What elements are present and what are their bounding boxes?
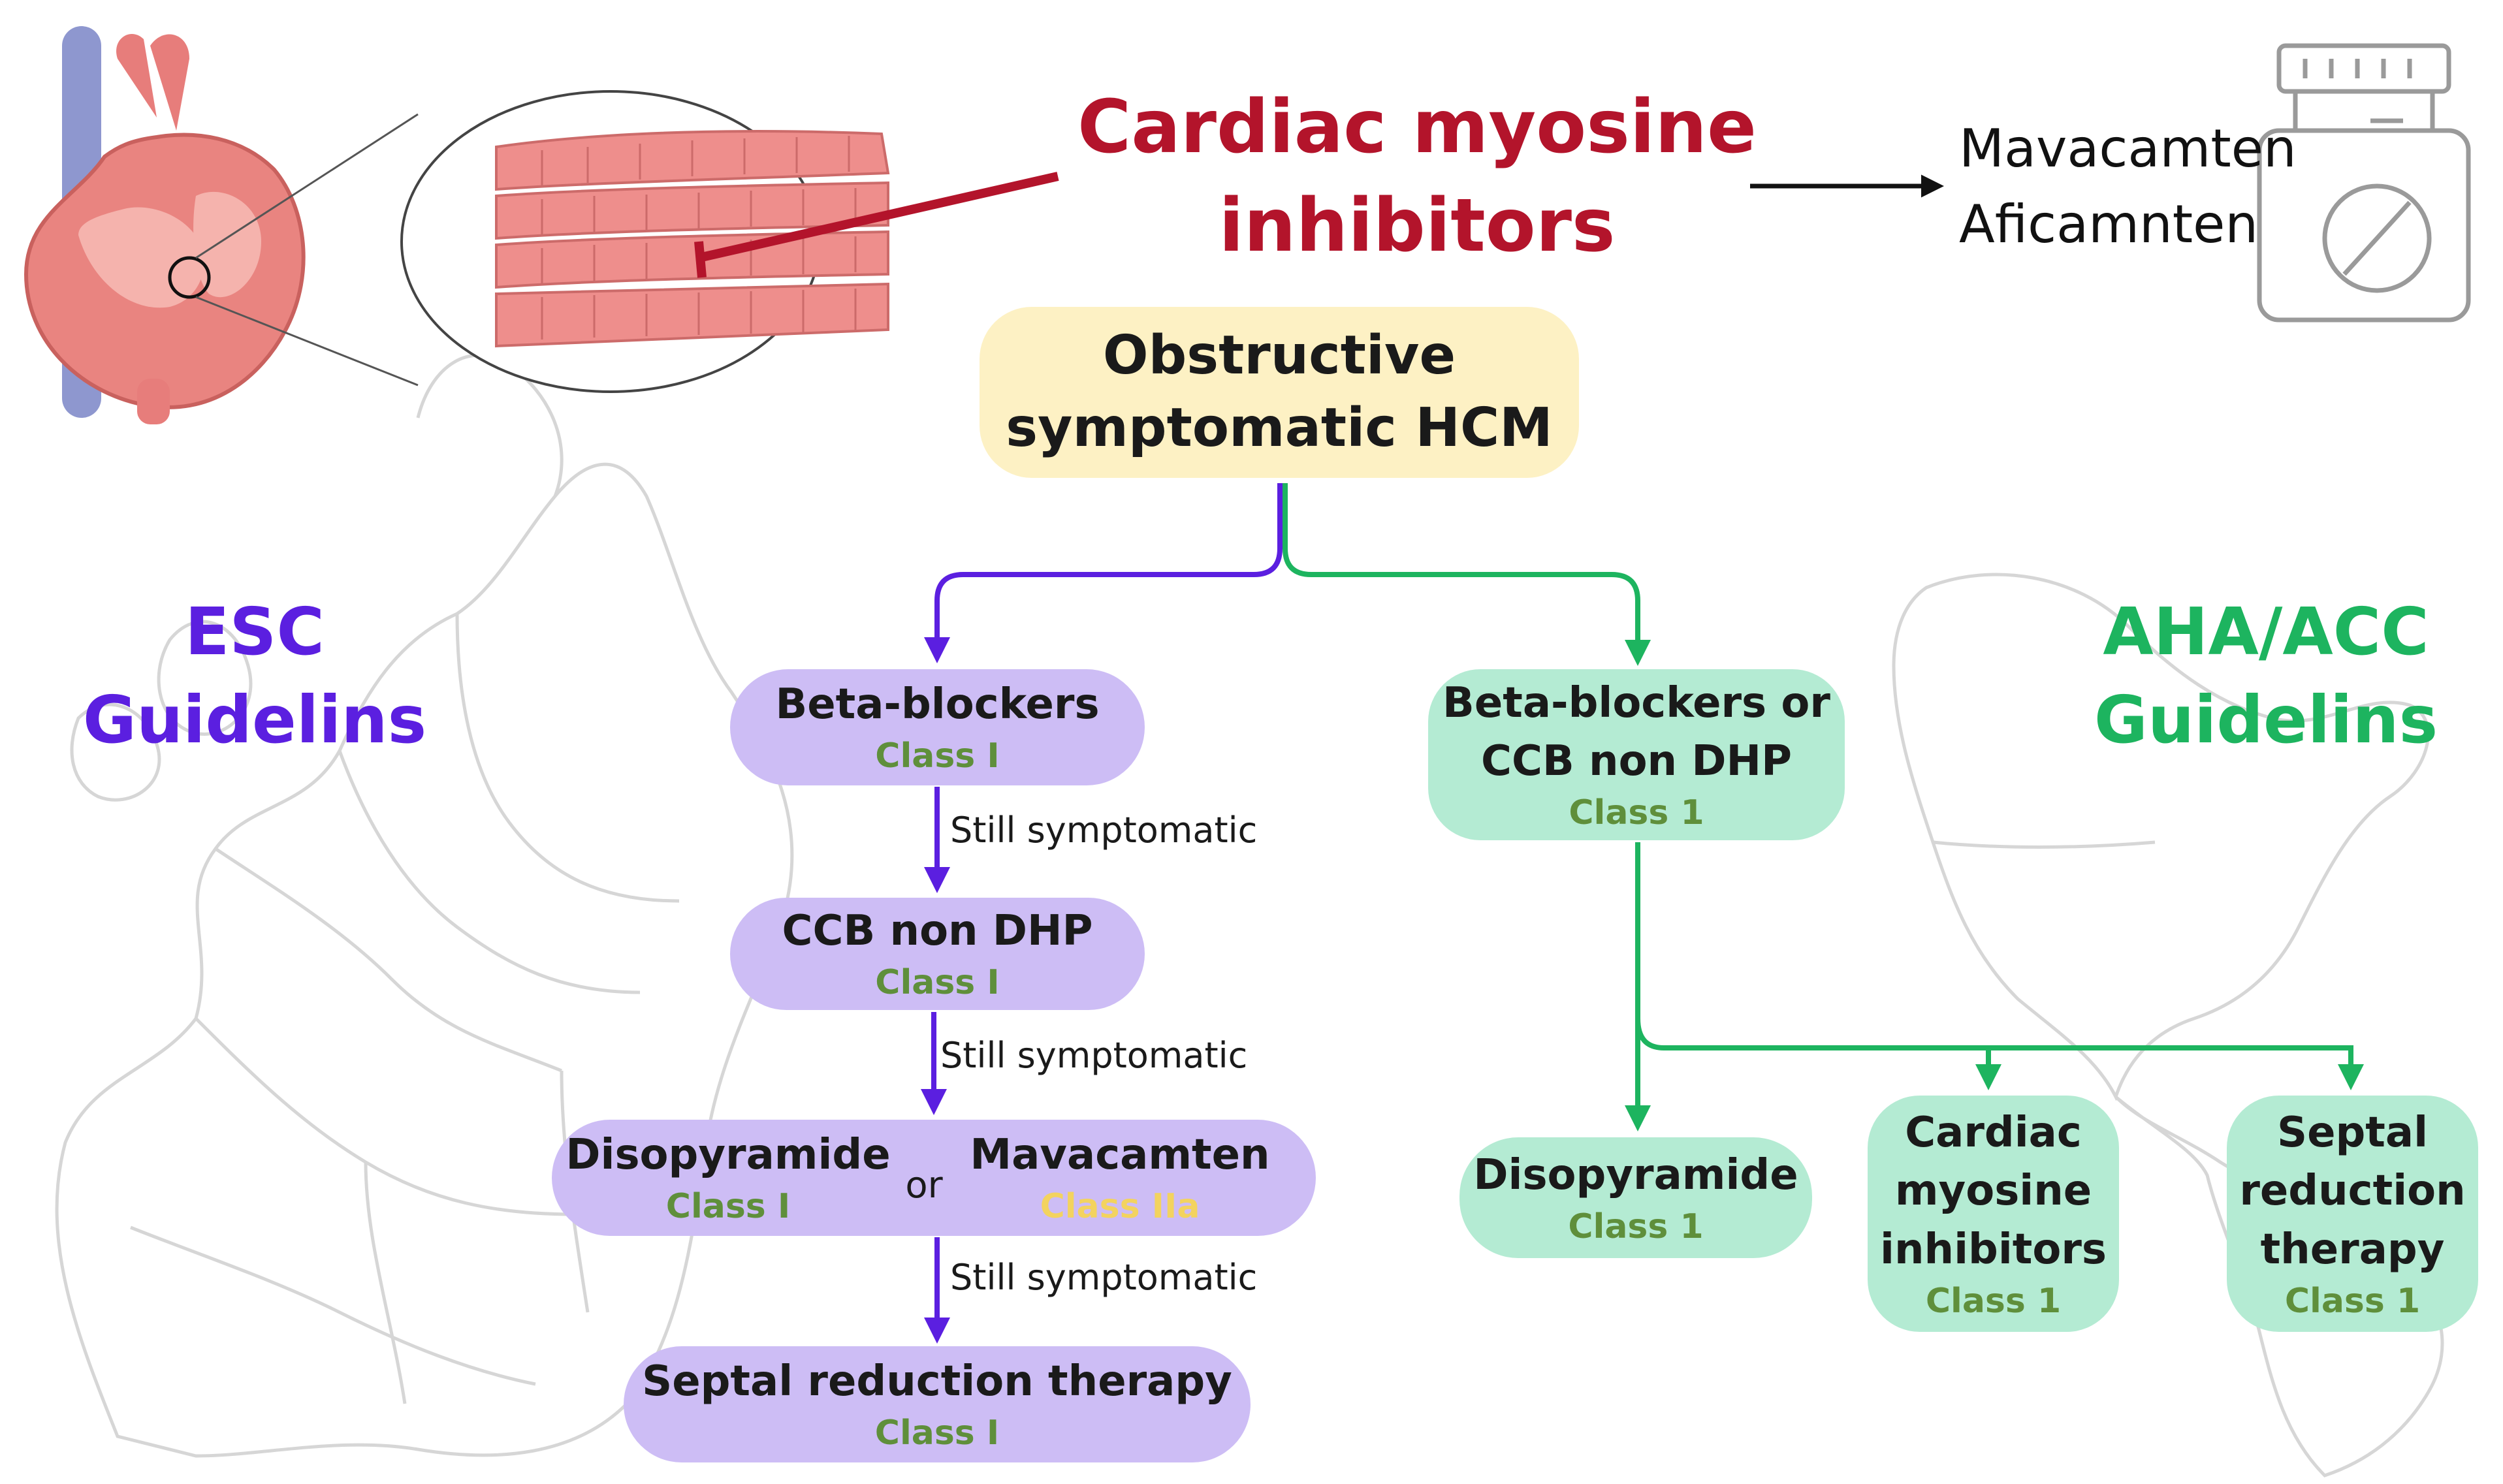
aha-step1-line1: Beta-blockers or [1443, 678, 1830, 727]
esc-step4-name: Septal reduction therapy [642, 1357, 1232, 1406]
aha-option-cardiac-myosine-inhibitors: Cardiac myosine inhibitors Class 1 [1868, 1096, 2119, 1332]
aha-option-disopyramide: Disopyramide Class 1 [1459, 1137, 1812, 1258]
esc-step3-right-name: Mavacamten [970, 1131, 1270, 1180]
drug-list: Mavacamten Aficamnten [1959, 111, 2297, 262]
esc-step-septal-reduction: Septal reduction therapy Class I [624, 1346, 1251, 1462]
esc-step3-left-name: Disopyramide [566, 1131, 891, 1180]
aha-option-septal-reduction: Septal reduction therapy Class 1 [2227, 1096, 2478, 1332]
root-node-obstructive-hcm: Obstructive symptomatic HCM [980, 307, 1579, 478]
aha-option1-name: Disopyramide [1473, 1150, 1798, 1199]
esc-transition-1: Still symptomatic [950, 810, 1258, 851]
aha-option3-line2: reduction [2239, 1167, 2466, 1216]
drug-mavacamten: Mavacamten [1959, 118, 2297, 179]
aha-step1-class: Class 1 [1569, 793, 1704, 832]
muscle-fiber-icon [400, 90, 1059, 393]
aha-heading-line2: Guidelins [2094, 682, 2438, 758]
esc-step-ccb: CCB non DHP Class I [730, 898, 1145, 1010]
aha-option1-class: Class 1 [1568, 1207, 1704, 1246]
aha-option2-class: Class 1 [1925, 1281, 2062, 1321]
esc-step3-or: or [891, 1139, 957, 1231]
aha-option2-line2: myosine [1894, 1167, 2092, 1216]
aha-heading-line1: AHA/ACC [2103, 593, 2429, 670]
esc-step-beta-blockers: Beta-blockers Class I [730, 669, 1145, 785]
root-line1: Obstructive [1102, 324, 1456, 387]
esc-heading-line1: ESC [185, 593, 325, 670]
drug-aficamnten: Aficamnten [1959, 194, 2259, 255]
aha-step1-line2: CCB non DHP [1481, 737, 1792, 786]
aha-heading: AHA/ACC Guidelins [2070, 588, 2462, 764]
esc-transition-2: Still symptomatic [940, 1035, 1248, 1076]
aha-option2-line3: inhibitors [1880, 1225, 2107, 1274]
main-title: Cardiac myosine inhibitors [1058, 78, 1776, 276]
esc-step3-left: Disopyramide Class I [565, 1120, 891, 1236]
root-line2: symptomatic HCM [1006, 397, 1553, 459]
aha-option3-line3: therapy [2260, 1225, 2445, 1274]
esc-step3-left-class: Class I [665, 1187, 791, 1226]
esc-step1-class: Class I [875, 736, 1000, 776]
aha-option2-line1: Cardiac [1905, 1108, 2082, 1157]
pill-bottle-icon [2257, 43, 2471, 323]
esc-transition-3: Still symptomatic [950, 1257, 1258, 1298]
aha-step-beta-blockers-or-ccb: Beta-blockers or CCB non DHP Class 1 [1428, 669, 1845, 840]
esc-step1-name: Beta-blockers [775, 680, 1100, 729]
esc-step-disopyramide-or-mavacamten: Disopyramide Class I or Mavacamten Class… [552, 1120, 1316, 1236]
esc-step3-right-class: Class IIa [1040, 1187, 1200, 1226]
main-title-line1: Cardiac myosine [1077, 85, 1757, 170]
esc-step3-right: Mavacamten Class IIa [957, 1120, 1283, 1236]
aha-option3-line1: Septal [2276, 1108, 2429, 1157]
esc-step2-class: Class I [875, 963, 1000, 1002]
esc-step4-class: Class I [874, 1413, 1000, 1453]
esc-step3-or-text: or [905, 1163, 943, 1207]
esc-step2-name: CCB non DHP [782, 907, 1093, 956]
aha-option3-class: Class 1 [2284, 1281, 2421, 1321]
esc-heading-line2: Guidelins [82, 682, 427, 758]
esc-heading: ESC Guidelins [65, 588, 444, 764]
heart-illustration-icon [24, 26, 419, 424]
main-title-line2: inhibitors [1219, 183, 1616, 269]
